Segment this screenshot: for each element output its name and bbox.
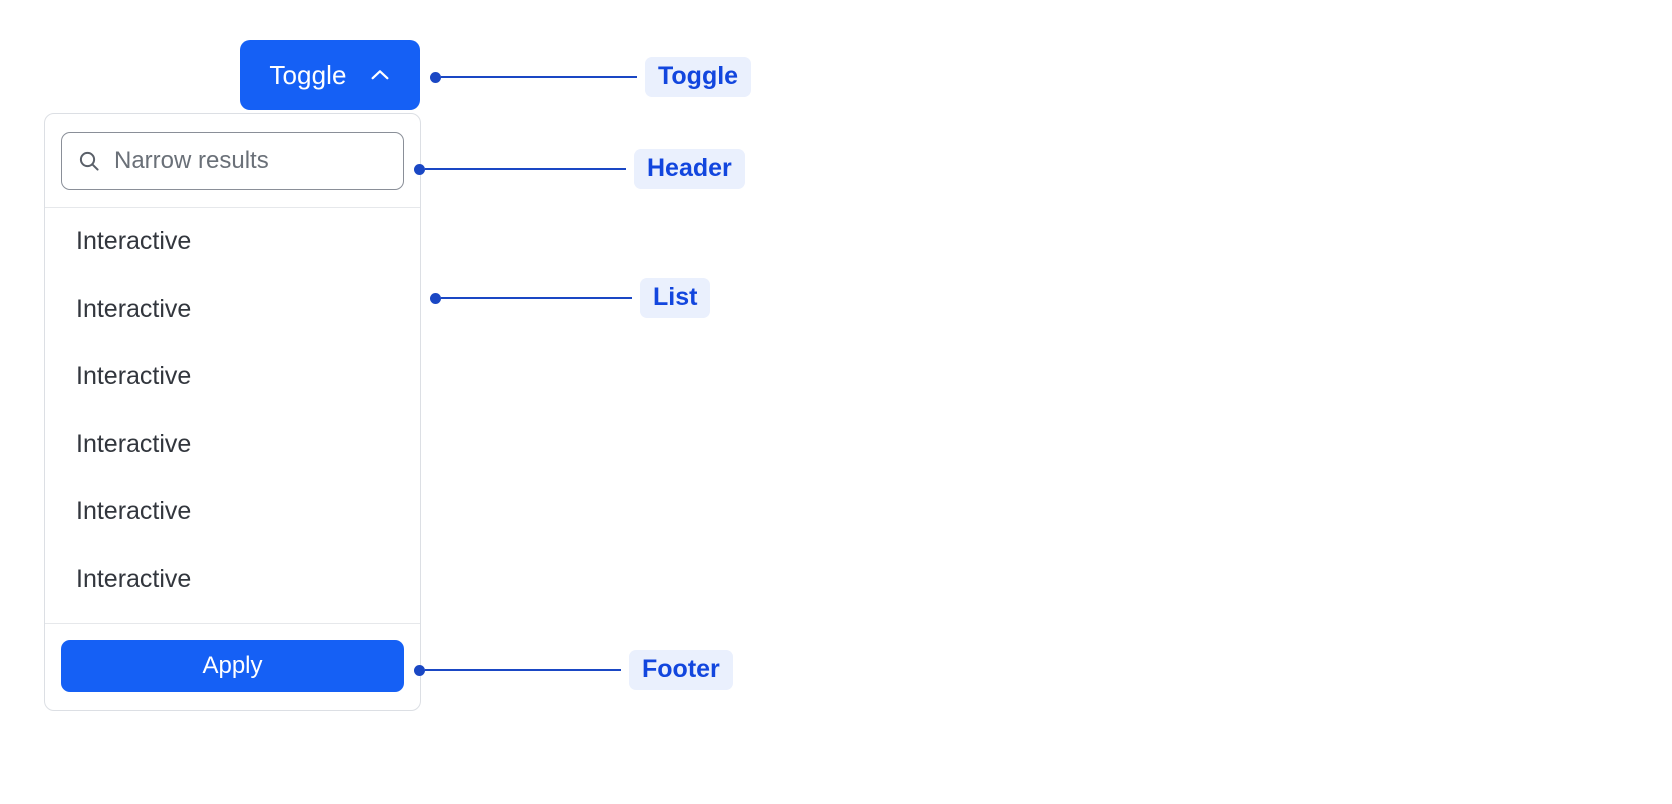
apply-button[interactable]: Apply [61,640,404,692]
list-item-label: Interactive [76,497,192,526]
callout-header: Header [414,148,745,190]
list-item-label: Interactive [76,294,192,323]
callout-toggle: Toggle [430,56,752,98]
callout-list: List [430,277,711,319]
callout-line [441,75,637,79]
list-item[interactable]: Interactive [45,546,420,614]
callout-line [425,668,621,672]
dropdown-panel: InteractiveInteractiveInteractiveInterac… [44,113,421,711]
list-item[interactable]: Interactive [45,411,420,479]
callout-dot-icon [414,163,425,175]
toggle-button[interactable]: Toggle [240,40,420,110]
callout-footer: Footer [414,649,733,691]
dropdown-header [45,114,420,208]
callout-dot-icon [414,664,425,676]
list-item-label: Interactive [76,429,192,458]
toggle-button-label: Toggle [269,60,347,90]
list-item[interactable]: Interactive [45,478,420,546]
search-icon [77,149,101,173]
chevron-up-icon [369,64,391,86]
list-item[interactable]: Interactive [45,343,420,411]
list-item-label: Interactive [76,227,192,256]
callout-label-header: Header [634,148,745,190]
search-field[interactable] [61,132,404,190]
callout-dot-icon [430,292,441,304]
callout-label-list: List [640,277,711,319]
list-item[interactable]: Interactive [45,276,420,344]
search-input[interactable] [101,133,403,189]
list-item[interactable]: Interactive [45,208,420,276]
dropdown-footer: Apply [45,624,420,710]
callout-line [441,296,632,300]
list-item-label: Interactive [76,362,192,391]
callout-label-footer: Footer [629,649,733,691]
callout-label-toggle: Toggle [645,56,752,98]
list-item-label: Interactive [76,564,192,593]
callout-dot-icon [430,71,441,83]
callout-line [425,167,626,171]
